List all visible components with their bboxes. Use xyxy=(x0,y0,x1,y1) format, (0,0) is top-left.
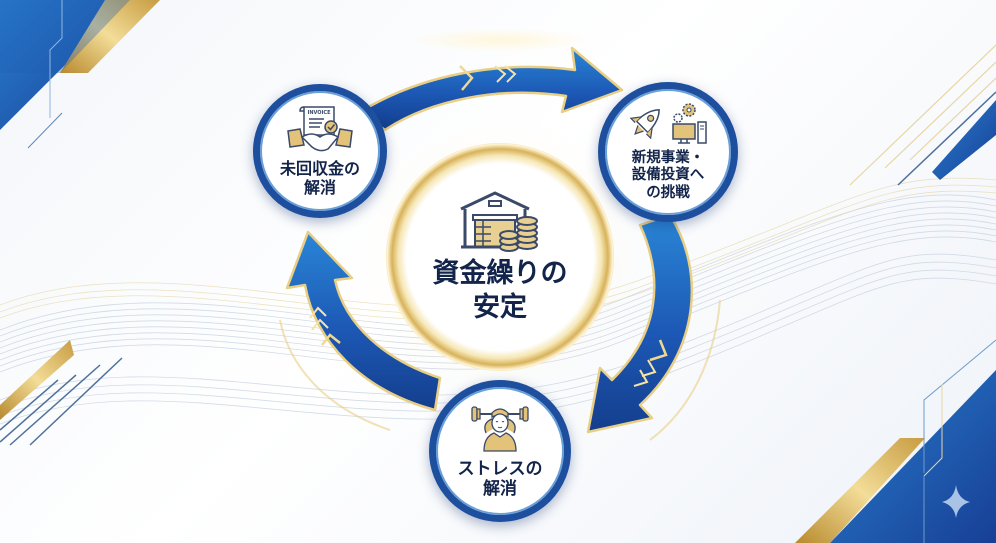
node-investment: 新規事業・ 設備投資へ の挑戦 xyxy=(598,82,738,222)
sparkle-icon xyxy=(942,485,970,518)
arrow-stress-to-collection xyxy=(279,230,442,431)
arrow-collection-to-investment xyxy=(358,46,624,132)
rocket-gears-computer-icon xyxy=(629,103,707,144)
node-collection: INVOICE 未回収金の 解消 xyxy=(253,84,387,218)
arrow-investment-to-stress xyxy=(586,213,721,441)
relaxed-person-dumbbell-icon xyxy=(471,405,529,452)
node-collection-label: 未回収金の 解消 xyxy=(279,158,360,197)
node-stress-label: ストレスの 解消 xyxy=(457,458,543,499)
center-node: 資金繰りの 安定 xyxy=(386,143,614,371)
warehouse-coins-icon xyxy=(460,191,538,253)
invoice-handshake-icon: INVOICE xyxy=(287,106,353,152)
svg-text:INVOICE: INVOICE xyxy=(307,110,331,116)
center-label: 資金繰りの 安定 xyxy=(432,258,568,323)
node-stress: ストレスの 解消 xyxy=(429,380,571,522)
node-investment-label: 新規事業・ 設備投資へ の挑戦 xyxy=(631,149,705,201)
